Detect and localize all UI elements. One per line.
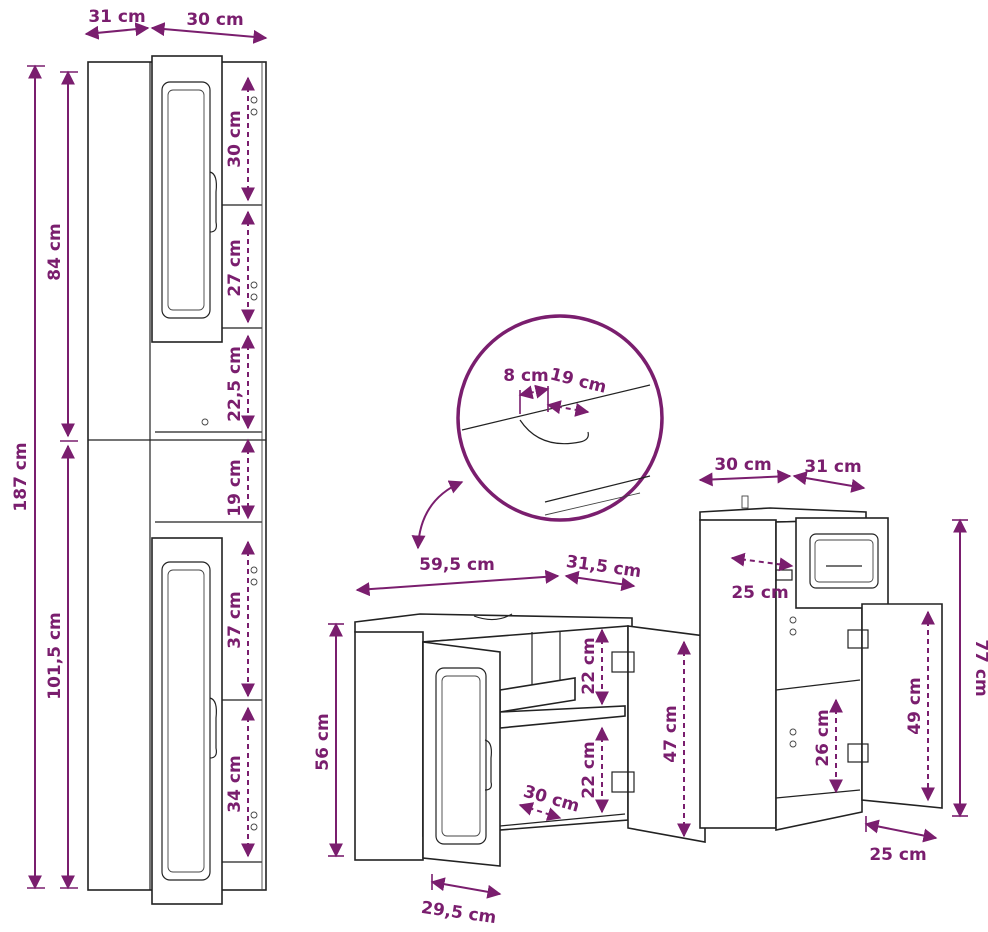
- sink-cutout-detail: [411, 314, 664, 550]
- sink-cabinet-dimensions: [328, 569, 691, 899]
- sink-door-width-label: 29,5 cm: [420, 898, 498, 928]
- hinge-icon: [847, 743, 869, 763]
- sink-cabinet-side: [354, 631, 424, 861]
- small-cabinet: [699, 495, 943, 831]
- detail-pointer-arrow: [411, 480, 464, 550]
- hinge-icon: [611, 771, 635, 793]
- sink-inner-bottom-label: 22 cm: [579, 741, 599, 798]
- sink-cabinet: [354, 613, 709, 867]
- small-drawer-depth-label: 25 cm: [731, 583, 788, 603]
- cutout-width-label: 8 cm: [503, 366, 549, 386]
- tall-shelf-5-label: 37 cm: [225, 591, 245, 648]
- sink-height-label: 56 cm: [313, 713, 333, 770]
- small-door-width-label: 25 cm: [869, 845, 926, 865]
- detail-circle: [456, 314, 664, 522]
- small-shelf-label: 26 cm: [813, 709, 833, 766]
- small-cabinet-door: [861, 603, 943, 809]
- small-height-label: 77 cm: [971, 639, 988, 696]
- tall-cabinet-dimensions: [27, 22, 268, 890]
- small-width-label: 30 cm: [714, 455, 771, 475]
- tall-shelf-2-label: 27 cm: [225, 239, 245, 296]
- small-cabinet-side: [699, 519, 777, 829]
- small-depth-label: 31 cm: [804, 457, 861, 477]
- tall-total-height-label: 187 cm: [11, 442, 31, 511]
- small-door-height-label: 49 cm: [905, 677, 925, 734]
- tall-shelf-3-label: 22,5 cm: [225, 346, 245, 422]
- sink-inner-top-label: 22 cm: [579, 637, 599, 694]
- tall-shelf-6-label: 34 cm: [225, 755, 245, 812]
- tall-depth-label: 31 cm: [88, 7, 145, 27]
- tall-shelf-1-label: 30 cm: [225, 110, 245, 167]
- tall-shelf-4-label: 19 cm: [225, 459, 245, 516]
- tall-lower-height-label: 101,5 cm: [45, 612, 65, 699]
- hinge-icon: [847, 629, 869, 649]
- tall-width-label: 30 cm: [186, 10, 243, 30]
- sink-door-height-label: 47 cm: [661, 705, 681, 762]
- sink-width-label: 59,5 cm: [419, 555, 495, 575]
- tall-upper-height-label: 84 cm: [45, 223, 65, 280]
- tall-cabinet: [87, 55, 267, 905]
- small-cabinet-dimensions: [698, 469, 968, 843]
- hinge-icon: [611, 651, 635, 673]
